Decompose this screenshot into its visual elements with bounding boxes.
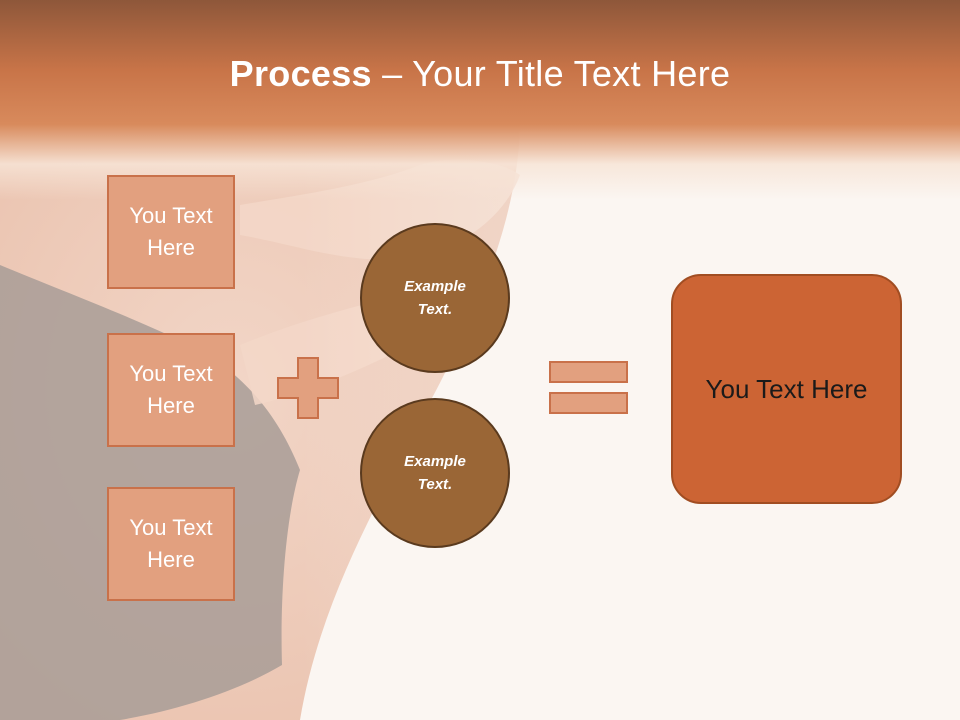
plus-icon	[277, 357, 339, 419]
result-box[interactable]: You Text Here	[671, 274, 902, 504]
equals-icon	[549, 361, 628, 414]
circle-label: Example Text.	[404, 453, 466, 493]
input-box-label: You Text Here	[129, 515, 213, 572]
input-box-label: You Text Here	[129, 361, 213, 418]
title-bold: Process	[229, 53, 372, 94]
result-label: You Text Here	[705, 373, 868, 404]
title-rest: – Your Title Text Here	[371, 53, 731, 94]
input-box-label: You Text Here	[129, 203, 213, 260]
slide-title: Process – Your Title Text Here	[0, 52, 960, 96]
input-box-2[interactable]: You Text Here	[107, 333, 235, 447]
input-box-3[interactable]: You Text Here	[107, 487, 235, 601]
example-circle-2[interactable]: Example Text.	[360, 398, 510, 548]
example-circle-1[interactable]: Example Text.	[360, 223, 510, 373]
input-box-1[interactable]: You Text Here	[107, 175, 235, 289]
circle-label: Example Text.	[404, 278, 466, 318]
header-band	[0, 0, 960, 200]
